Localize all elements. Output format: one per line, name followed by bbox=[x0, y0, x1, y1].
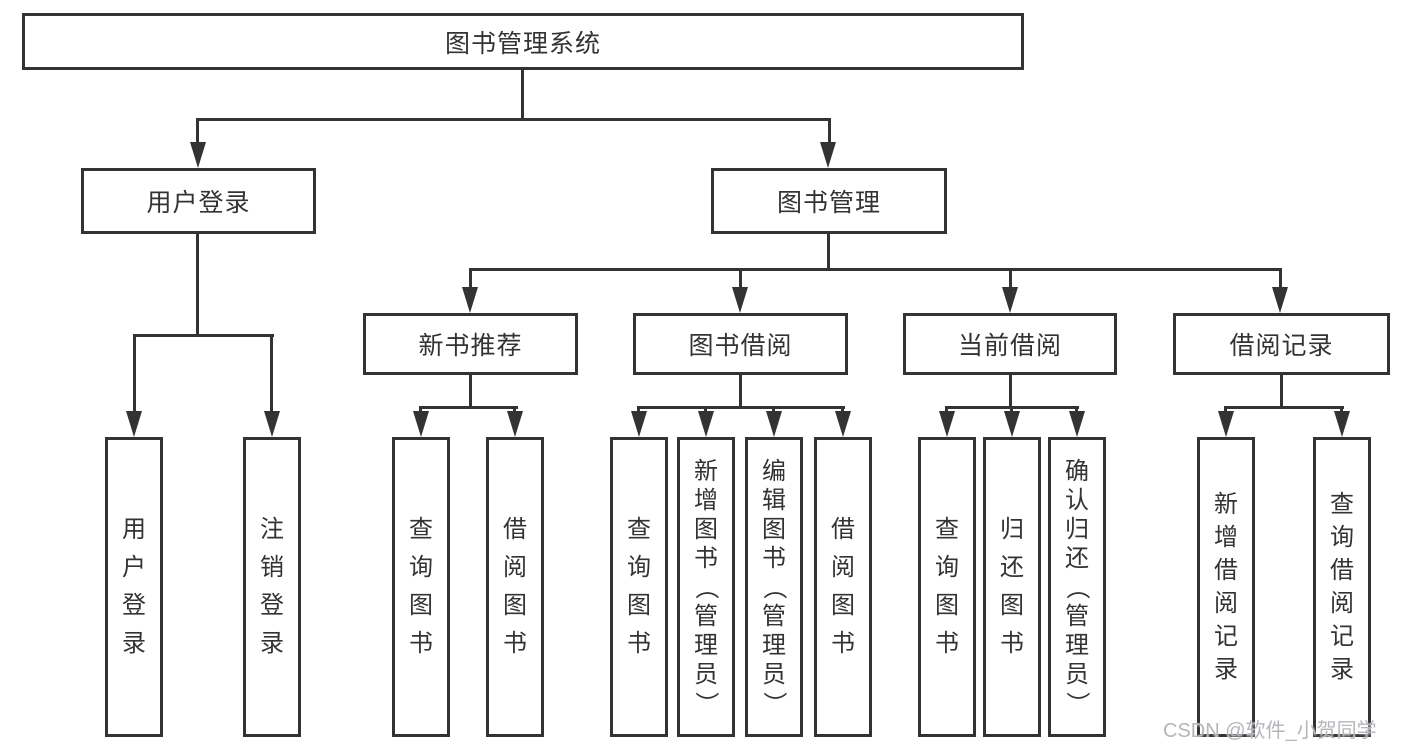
leaf-cb-confirm-return-admin: 确认归还（管理员） bbox=[1048, 437, 1106, 737]
leaf-bb-borrow-book: 借阅图书 bbox=[814, 437, 872, 737]
leaf-cb-query-book: 查询图书 bbox=[918, 437, 976, 737]
arrowhead-down-icon bbox=[264, 411, 280, 437]
leaf-rec-query-book: 查询图书 bbox=[392, 437, 450, 737]
node-user-login: 用户登录 bbox=[81, 168, 316, 234]
connector-line bbox=[739, 270, 742, 289]
arrowhead-down-icon bbox=[1069, 411, 1085, 437]
connector-line bbox=[1279, 270, 1282, 289]
arrowhead-down-icon bbox=[732, 287, 748, 313]
arrowhead-down-icon bbox=[1218, 411, 1234, 437]
connector-line bbox=[419, 406, 518, 409]
leaf-user-login: 用户登录 bbox=[105, 437, 163, 737]
connector-line bbox=[469, 268, 1282, 271]
arrowhead-down-icon bbox=[1272, 287, 1288, 313]
arrowhead-down-icon bbox=[1334, 411, 1350, 437]
arrowhead-down-icon bbox=[698, 411, 714, 437]
connector-line bbox=[133, 334, 274, 337]
leaf-logout: 注销登录 bbox=[243, 437, 301, 737]
arrowhead-down-icon bbox=[126, 411, 142, 437]
arrowhead-down-icon bbox=[835, 411, 851, 437]
node-book-borrow: 图书借阅 bbox=[633, 313, 848, 375]
arrowhead-down-icon bbox=[766, 411, 782, 437]
connector-line bbox=[1009, 270, 1012, 289]
node-library-system: 图书管理系统 bbox=[22, 13, 1024, 70]
connector-line bbox=[521, 69, 524, 120]
arrowhead-down-icon bbox=[462, 287, 478, 313]
connector-line bbox=[469, 270, 472, 289]
connector-line bbox=[1009, 375, 1012, 408]
connector-line bbox=[637, 406, 845, 409]
arrowhead-down-icon bbox=[413, 411, 429, 437]
watermark: CSDN @软件_小贺同学 bbox=[1163, 720, 1377, 742]
connector-line bbox=[1280, 375, 1283, 408]
leaf-bb-add-book-admin: 新增图书（管理员） bbox=[677, 437, 735, 737]
node-new-book-recommend: 新书推荐 bbox=[363, 313, 578, 375]
connector-line bbox=[827, 234, 830, 270]
leaf-rec-borrow-book: 借阅图书 bbox=[486, 437, 544, 737]
arrowhead-down-icon bbox=[939, 411, 955, 437]
connector-line bbox=[469, 375, 472, 408]
connector-line bbox=[133, 336, 136, 413]
connector-line bbox=[739, 375, 742, 408]
arrowhead-down-icon bbox=[190, 142, 206, 168]
node-borrow-record: 借阅记录 bbox=[1173, 313, 1390, 375]
leaf-bb-edit-book-admin: 编辑图书（管理员） bbox=[745, 437, 803, 737]
connector-line bbox=[196, 234, 199, 337]
connector-line bbox=[945, 406, 1079, 409]
leaf-cb-return-book: 归还图书 bbox=[983, 437, 1041, 737]
arrowhead-down-icon bbox=[507, 411, 523, 437]
arrowhead-down-icon bbox=[1002, 287, 1018, 313]
node-book-management: 图书管理 bbox=[711, 168, 947, 234]
connector-line bbox=[1224, 406, 1344, 409]
arrowhead-down-icon bbox=[820, 142, 836, 168]
leaf-bb-query-book: 查询图书 bbox=[610, 437, 668, 737]
connector-line bbox=[270, 336, 273, 413]
leaf-br-query-record: 查询借阅记录 bbox=[1313, 437, 1371, 737]
arrowhead-down-icon bbox=[631, 411, 647, 437]
connector-line bbox=[196, 118, 831, 121]
leaf-br-add-record: 新增借阅记录 bbox=[1197, 437, 1255, 737]
connector-line bbox=[828, 120, 831, 146]
connector-line bbox=[196, 120, 199, 146]
arrowhead-down-icon bbox=[1004, 411, 1020, 437]
node-current-borrow: 当前借阅 bbox=[903, 313, 1117, 375]
